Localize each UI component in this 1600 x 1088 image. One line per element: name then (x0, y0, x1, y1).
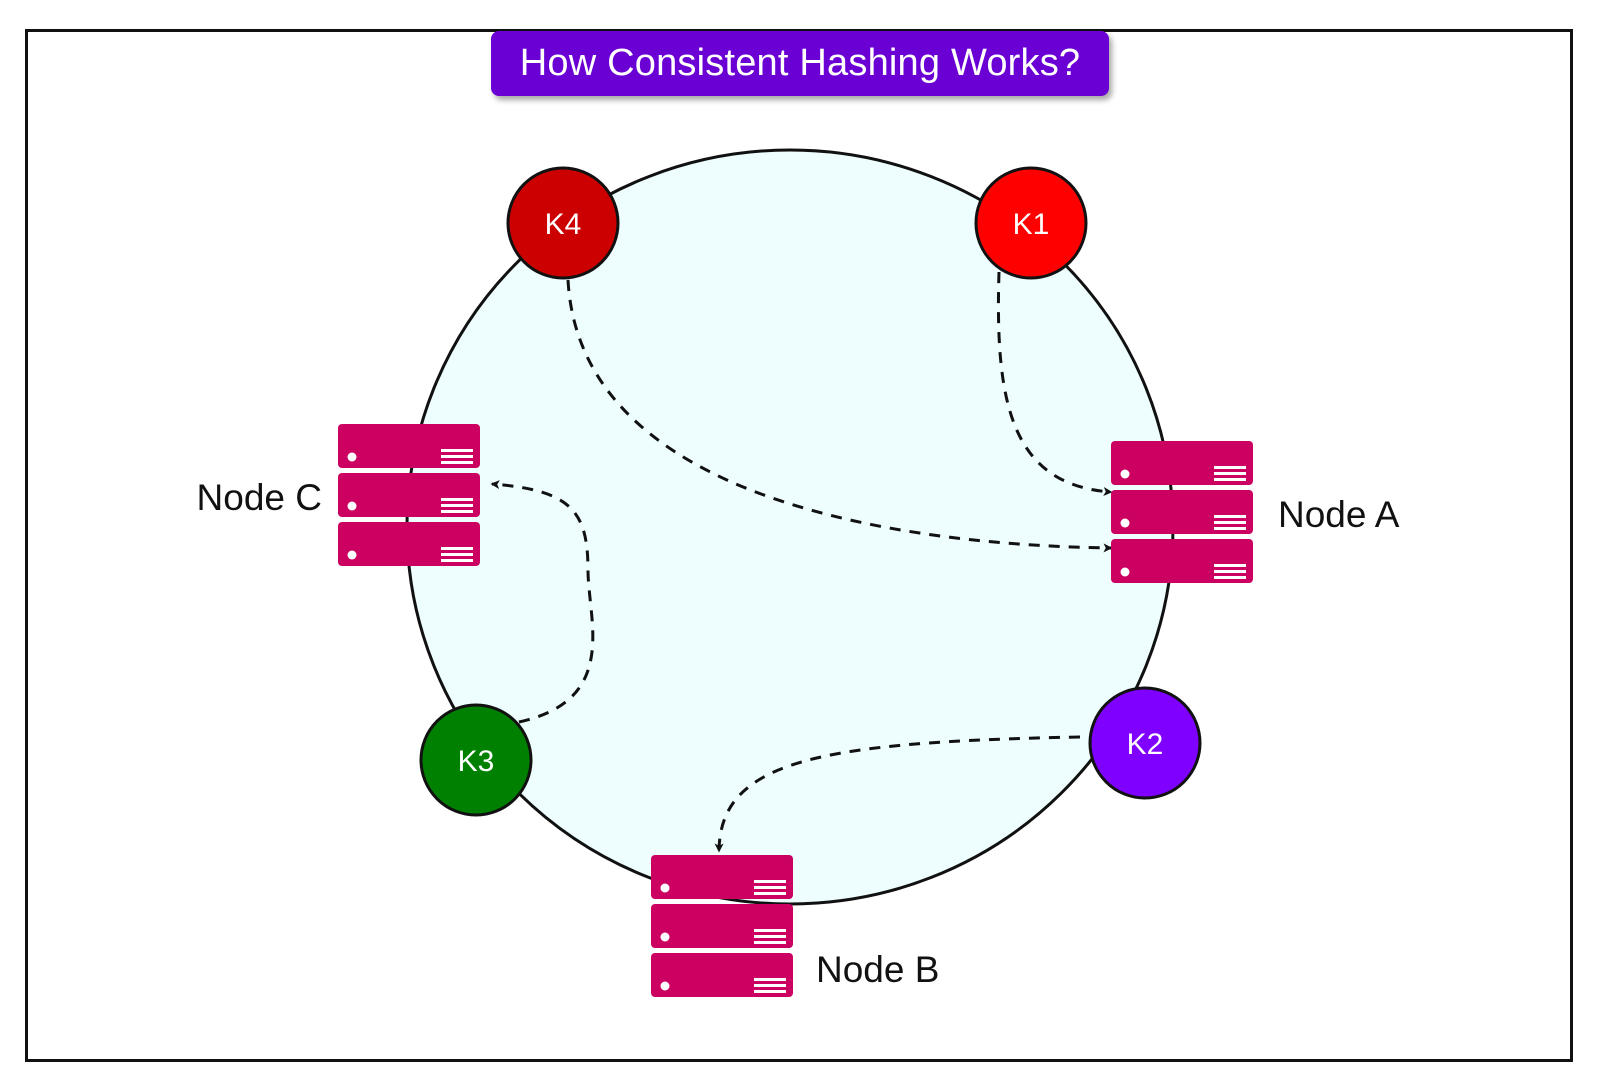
node-b-server-stack (651, 855, 793, 997)
key-k2-circle (1088, 686, 1202, 800)
key-k4-circle (506, 166, 620, 280)
server-icon (1111, 490, 1253, 534)
mapping-arrow-k4-to-node-a (566, 279, 1113, 553)
mapping-arrow-k3-to-node-c (490, 480, 595, 724)
node-b-label: Node B (816, 949, 939, 990)
key-k2: K2 (1088, 686, 1202, 800)
server-icon (651, 953, 793, 997)
key-k3-circle (419, 703, 533, 817)
key-k3: K3 (419, 703, 533, 817)
node-c-server-stack (338, 424, 480, 566)
key-k2-label: K2 (1127, 728, 1164, 761)
diagram-title-text: How Consistent Hashing Works? (519, 42, 1081, 84)
server-icon (338, 522, 480, 566)
key-k1-circle (974, 166, 1088, 280)
server-icon (651, 855, 793, 899)
key-k4: K4 (506, 166, 620, 280)
server-icon (1111, 539, 1253, 583)
server-icon (1111, 441, 1253, 485)
key-k1: K1 (974, 166, 1088, 280)
node-c-label: Node C (197, 477, 322, 518)
server-icon (651, 904, 793, 948)
diagram-title: How Consistent Hashing Works? (491, 31, 1109, 96)
server-icon (338, 424, 480, 468)
node-a-label: Node A (1278, 494, 1400, 535)
node-a-server-stack (1111, 441, 1253, 583)
key-k1-label: K1 (1013, 208, 1050, 241)
key-k3-label: K3 (458, 745, 495, 778)
server-icon (338, 473, 480, 517)
key-k4-label: K4 (545, 208, 582, 241)
mapping-arrow-k1-to-node-a (996, 271, 1113, 496)
